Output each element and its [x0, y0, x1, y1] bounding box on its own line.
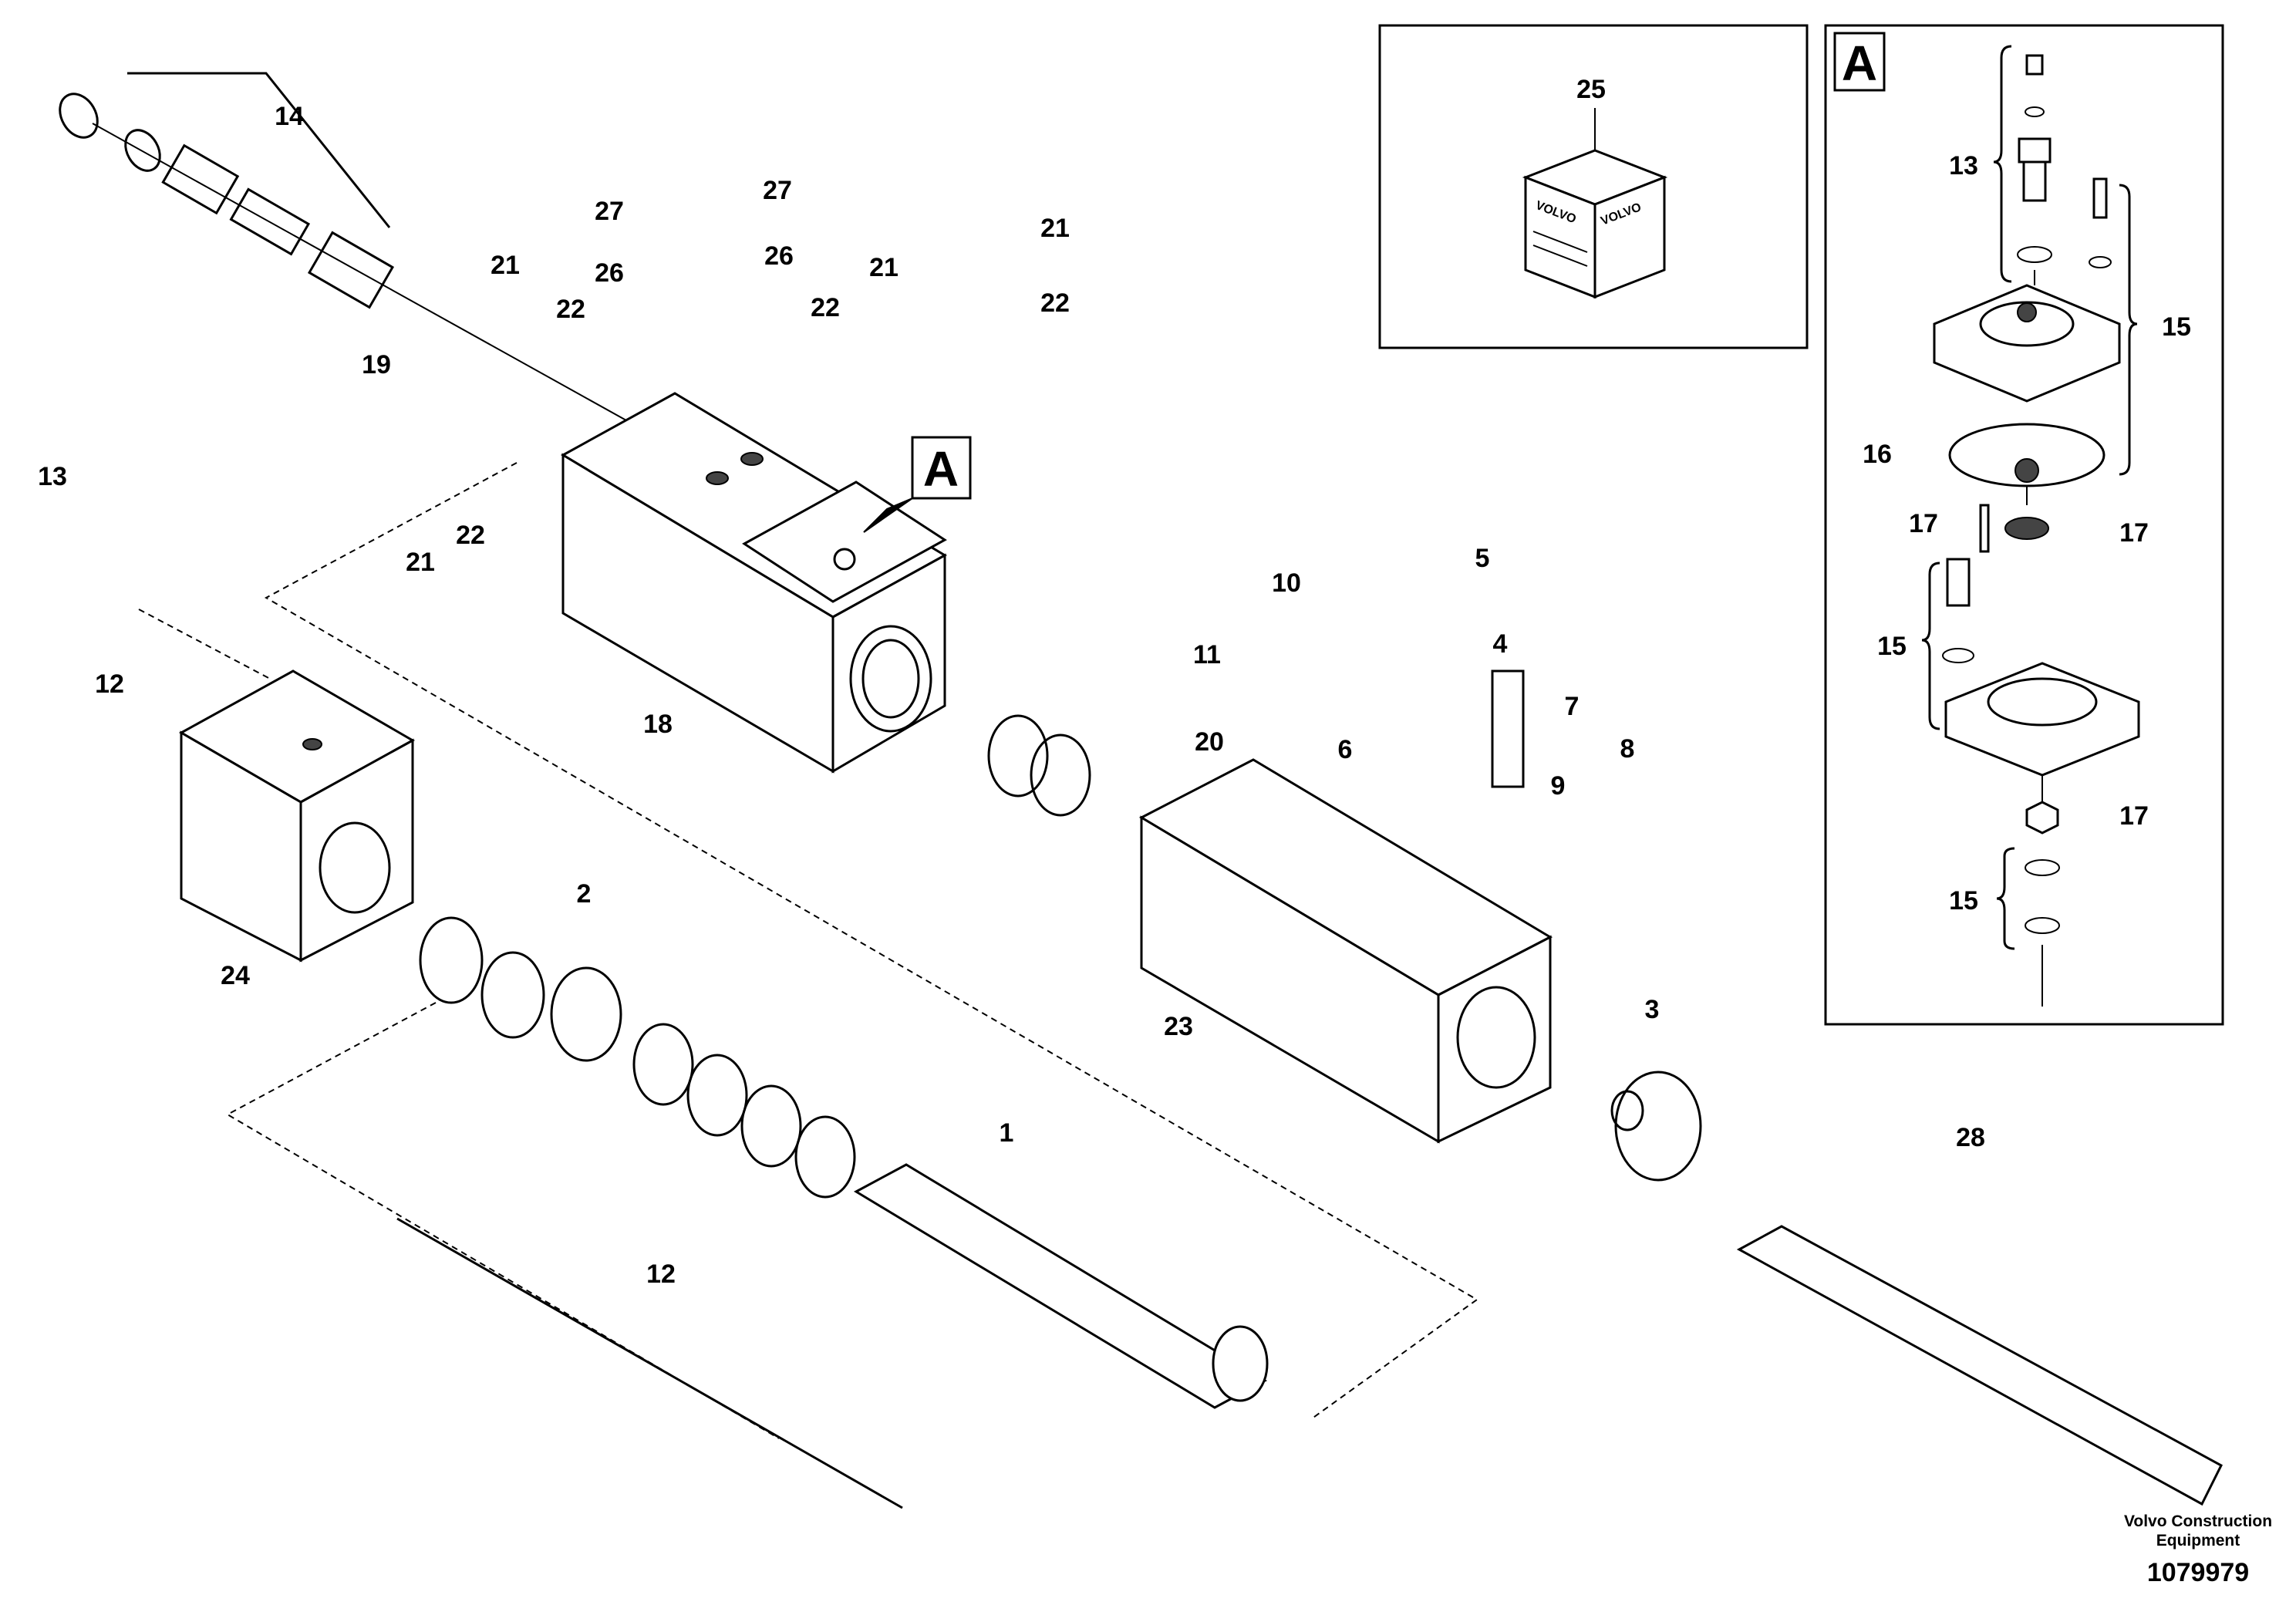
detail-a-letter: A: [1842, 35, 1877, 91]
seal-kit-cube: VOLVO VOLVO: [1522, 149, 1668, 299]
callout-a-letter: A: [923, 441, 959, 497]
part-28-chisel-tool: [1736, 1225, 2223, 1506]
label-part-10: 10: [1272, 568, 1301, 598]
detail-a-letter-box: [1833, 32, 1886, 92]
footer-brand-line-2: Equipment: [2156, 1532, 2240, 1549]
label-part-22-d: 22: [456, 521, 485, 550]
label-part-27-a: 27: [595, 197, 624, 226]
kit-inset-box: [1378, 24, 1809, 349]
part-7-pin: [1491, 669, 1525, 788]
label-part-22-a: 22: [556, 295, 585, 324]
label-part-17-b: 17: [2119, 518, 2149, 548]
label-part-17-a: 17: [1909, 509, 1938, 538]
label-part-11: 11: [1193, 640, 1221, 669]
label-part-5: 5: [1475, 544, 1490, 573]
label-part-27-b: 27: [763, 176, 792, 205]
seal-rings: [419, 714, 1091, 1199]
label-part-16: 16: [1863, 440, 1892, 469]
label-part-20: 20: [1195, 727, 1224, 757]
part-24-cylinder-head: [178, 669, 416, 963]
label-part-13-inset: 13: [1949, 151, 1978, 180]
label-part-14: 14: [275, 102, 304, 131]
part-18-valve-body: [560, 392, 948, 774]
label-part-22-c: 22: [1040, 288, 1070, 318]
bracket-14: [127, 72, 391, 228]
detail-a-braces: [1921, 45, 2138, 950]
callout-a-box: [911, 436, 972, 500]
label-part-26-a: 26: [595, 258, 624, 288]
label-part-28: 28: [1956, 1123, 1985, 1152]
label-part-15-c: 15: [1949, 886, 1978, 916]
label-part-19: 19: [362, 350, 391, 379]
label-part-9: 9: [1551, 771, 1566, 801]
detail-a-inset-box: [1824, 24, 2224, 1026]
label-part-17-c: 17: [2119, 801, 2149, 831]
label-part-15-b: 15: [1877, 632, 1907, 661]
label-part-8: 8: [1620, 734, 1635, 764]
callout-a-arrow: [863, 497, 913, 533]
label-part-21-a: 21: [491, 251, 520, 280]
label-part-22-b: 22: [811, 293, 840, 322]
label-part-4: 4: [1493, 629, 1508, 659]
label-part-23: 23: [1164, 1012, 1193, 1041]
label-part-25: 25: [1576, 75, 1606, 104]
label-part-6: 6: [1338, 735, 1353, 764]
label-part-7: 7: [1565, 692, 1580, 721]
label-part-21-c: 21: [1040, 214, 1070, 243]
dashed-assembly-lines: [138, 462, 1478, 1439]
label-part-24: 24: [221, 961, 250, 990]
label-part-13-left: 13: [38, 462, 67, 491]
label-part-21-d: 21: [406, 548, 435, 577]
drawing-number: 1079979: [2147, 1558, 2249, 1587]
part-14-valve-spool-set: [59, 93, 641, 429]
part-1-piston: [853, 1163, 1269, 1409]
label-part-26-b: 26: [764, 241, 794, 271]
label-part-15-a: 15: [2162, 312, 2191, 342]
part-23-front-head: [1138, 758, 1553, 1144]
label-part-18: 18: [643, 710, 673, 739]
label-part-1: 1: [1000, 1118, 1014, 1148]
label-part-21-b: 21: [869, 253, 899, 282]
footer-brand-line-1: Volvo Construction: [2124, 1512, 2272, 1530]
part-3-bushing: [1610, 1071, 1702, 1182]
label-part-12-bottom: 12: [646, 1259, 676, 1289]
label-part-3: 3: [1645, 995, 1660, 1024]
detail-a-parts: [1933, 54, 2140, 1007]
label-part-2: 2: [577, 879, 592, 909]
label-part-12-top: 12: [95, 669, 124, 699]
